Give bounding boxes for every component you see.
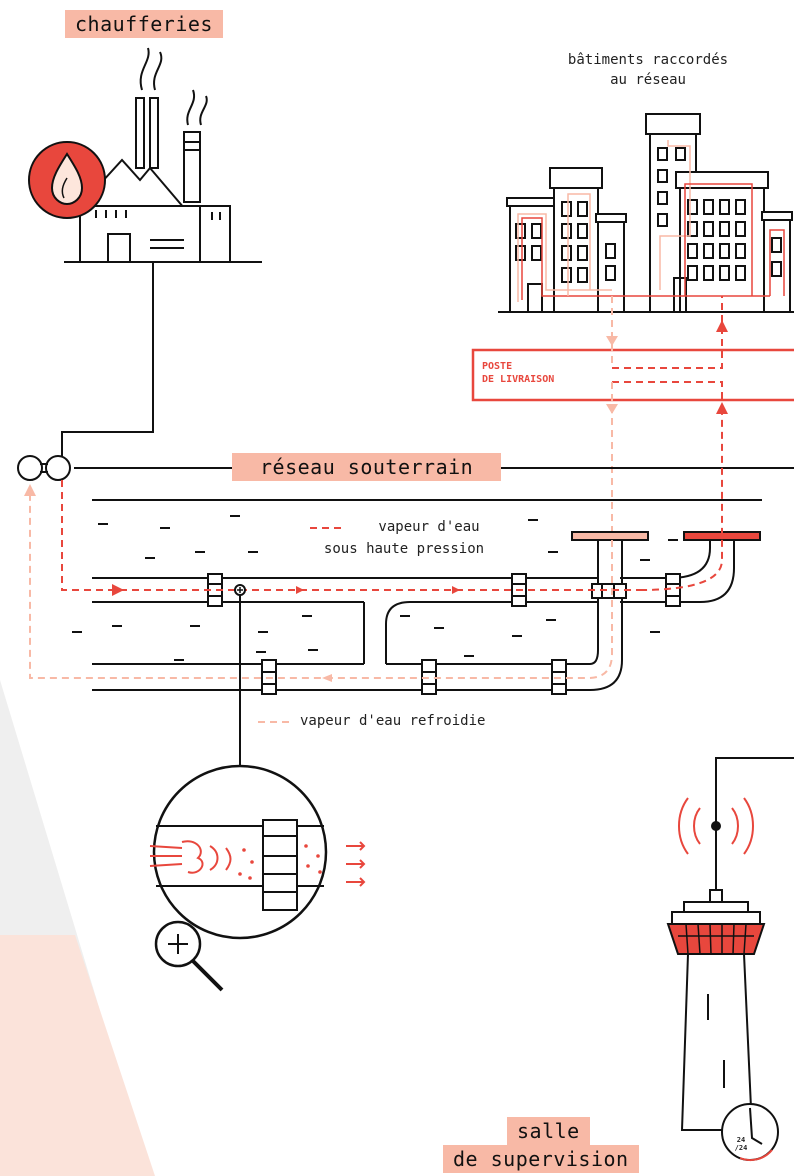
supply-pipe-line	[61, 262, 154, 462]
steam-label-line1: vapeur d'eau	[378, 519, 480, 535]
tower-icon	[666, 757, 794, 1131]
substation-label: POSTE DE LIVRAISON	[482, 360, 554, 386]
flame-icon	[28, 141, 106, 219]
pipe-valves	[207, 573, 681, 695]
boilers-label: chaufferies	[65, 10, 223, 38]
factory-icon	[64, 47, 262, 263]
substation-box	[471, 348, 794, 402]
clock-label-bottom: /24	[734, 1144, 748, 1152]
building-windows	[515, 147, 782, 313]
steam-label: vapeur d'eau sous haute pression	[296, 516, 512, 560]
substation-label-line1: POSTE	[482, 361, 513, 372]
return-pipe	[92, 540, 623, 691]
clock-label-top: 24	[736, 1136, 746, 1144]
substation-label-line2: DE LIVRAISON	[482, 374, 555, 385]
buildings-label: bâtiments raccordés au réseau	[548, 50, 748, 90]
buildings-label-line2: au réseau	[610, 72, 686, 88]
network-label: réseau souterrain	[232, 453, 502, 481]
substation-pipes	[611, 296, 723, 540]
magnifier-icon	[149, 764, 366, 992]
buildings-label-line1: bâtiments raccordés	[567, 52, 729, 68]
soil-dashes	[72, 515, 678, 661]
cooled-steam-label: vapeur d'eau refroidie	[300, 713, 486, 729]
steam-label-line2: sous haute pression	[323, 541, 485, 557]
sensor-node	[234, 584, 246, 770]
pipe-caps	[571, 531, 761, 541]
building-pipes	[517, 140, 785, 302]
control-room-label-line1: salle	[507, 1117, 590, 1145]
return-flow	[29, 490, 613, 723]
control-room-label-line2: de supervision	[443, 1145, 639, 1173]
steam-flow	[61, 410, 723, 591]
clock-icon	[721, 1103, 779, 1161]
clock-label: 24 /24	[733, 1136, 749, 1152]
